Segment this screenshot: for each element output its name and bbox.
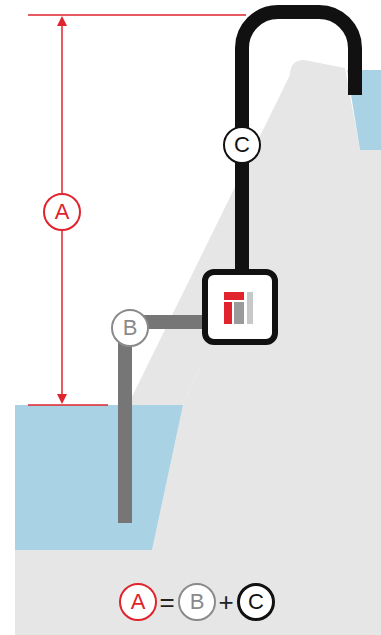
lower-water	[15, 405, 183, 550]
callout-letter: B	[190, 591, 205, 613]
callout-letter: A	[131, 591, 146, 613]
callout-letter: A	[55, 201, 70, 223]
callout-letter: B	[123, 317, 138, 339]
pipe-callout: C	[223, 126, 261, 164]
suction-pipe	[125, 322, 208, 523]
arrowhead	[57, 16, 67, 26]
equation-term: C	[237, 583, 275, 621]
pipe-callout: B	[111, 309, 149, 347]
water-level-line	[28, 404, 108, 406]
equation-operator: +	[218, 589, 233, 615]
equation-operator: =	[159, 589, 174, 615]
logo-grey-block	[234, 302, 244, 324]
top-level-line	[28, 14, 246, 16]
logo-light-bar	[247, 292, 253, 324]
logo-red-bar	[224, 292, 244, 300]
equation-term: A	[119, 583, 157, 621]
arrowhead	[57, 394, 67, 404]
equation-term: B	[178, 583, 216, 621]
callout-letter: C	[234, 134, 250, 156]
head-callout: A	[43, 193, 81, 231]
ground-slope	[15, 60, 381, 635]
callout-letter: C	[248, 591, 264, 613]
logo-red-stem	[224, 302, 232, 324]
pump-box	[205, 272, 275, 342]
